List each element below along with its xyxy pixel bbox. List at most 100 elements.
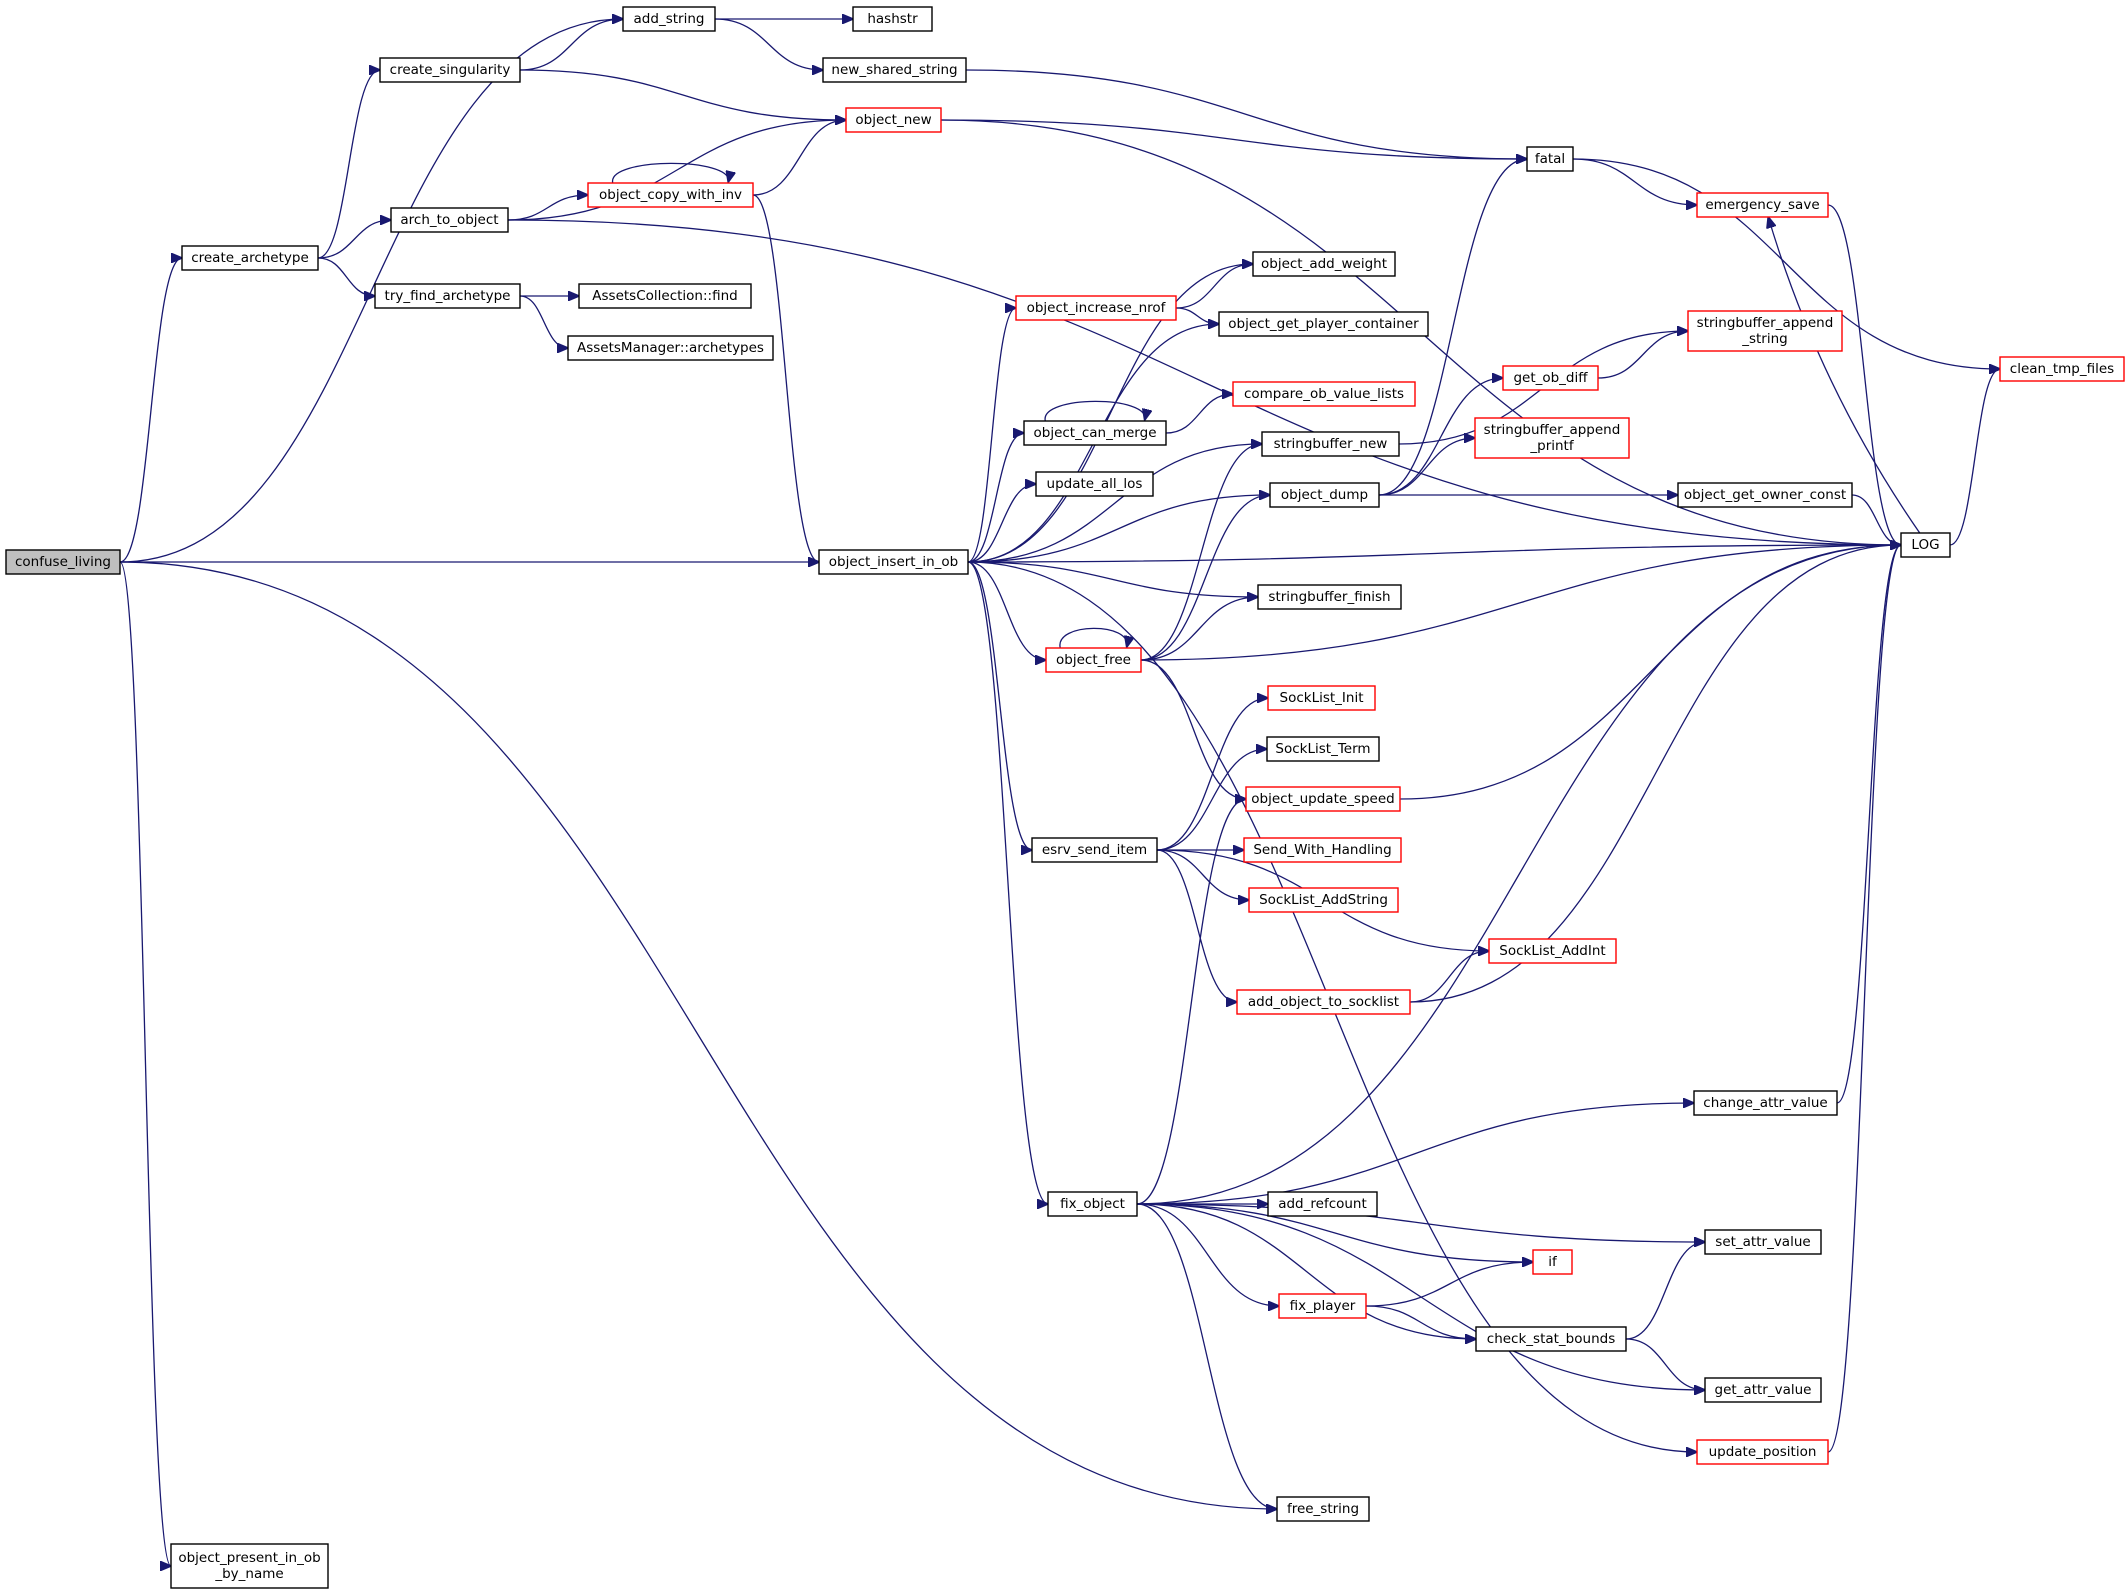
node-set_attr_value[interactable]: set_attr_value <box>1704 1229 1822 1255</box>
node-confuse_living[interactable]: confuse_living <box>5 549 121 575</box>
node-AssetsCollection_find[interactable]: AssetsCollection::find <box>578 283 752 309</box>
node-object_present_in_ob_by_name[interactable]: object_present_in_ob_by_name <box>170 1543 329 1589</box>
node-object_can_merge[interactable]: object_can_merge <box>1023 420 1167 446</box>
node-box-hashstr[interactable] <box>852 6 933 32</box>
node-get_attr_value[interactable]: get_attr_value <box>1704 1377 1822 1403</box>
node-add_refcount[interactable]: add_refcount <box>1267 1191 1378 1217</box>
node-box-confuse_living[interactable] <box>5 549 121 575</box>
node-object_get_player_container[interactable]: object_get_player_container <box>1218 311 1429 337</box>
node-object_insert_in_ob[interactable]: object_insert_in_ob <box>818 549 969 575</box>
node-object_increase_nrof[interactable]: object_increase_nrof <box>1015 295 1177 321</box>
node-object_copy_with_inv[interactable]: object_copy_with_inv <box>587 182 754 208</box>
node-box-emergency_save[interactable] <box>1696 192 1829 218</box>
node-box-set_attr_value[interactable] <box>1704 1229 1822 1255</box>
node-box-object_update_speed[interactable] <box>1245 786 1401 812</box>
node-box-SockList_AddInt[interactable] <box>1488 938 1617 964</box>
node-add_object_to_socklist[interactable]: add_object_to_socklist <box>1236 989 1411 1015</box>
node-SockList_AddString[interactable]: SockList_AddString <box>1248 887 1399 913</box>
node-SockList_Init[interactable]: SockList_Init <box>1267 685 1376 711</box>
node-update_all_los[interactable]: update_all_los <box>1035 471 1154 497</box>
node-change_attr_value[interactable]: change_attr_value <box>1693 1090 1838 1116</box>
node-box-AssetsCollection_find[interactable] <box>578 283 752 309</box>
node-create_archetype[interactable]: create_archetype <box>181 245 319 271</box>
node-box-compare_ob_value_lists[interactable] <box>1232 381 1416 407</box>
node-stringbuffer_finish[interactable]: stringbuffer_finish <box>1257 584 1402 610</box>
node-fix_object[interactable]: fix_object <box>1047 1191 1138 1217</box>
node-box-fix_object[interactable] <box>1047 1191 1138 1217</box>
node-fix_player[interactable]: fix_player <box>1278 1293 1367 1319</box>
node-box-LOG[interactable] <box>1900 532 1951 558</box>
node-box-object_dump[interactable] <box>1269 482 1380 508</box>
node-add_string[interactable]: add_string <box>622 6 716 32</box>
node-box-free_string[interactable] <box>1276 1496 1370 1522</box>
node-get_ob_diff[interactable]: get_ob_diff <box>1502 365 1599 391</box>
node-stringbuffer_new[interactable]: stringbuffer_new <box>1261 431 1400 457</box>
node-object_free[interactable]: object_free <box>1045 647 1142 673</box>
node-object_new[interactable]: object_new <box>845 107 942 133</box>
node-box-try_find_archetype[interactable] <box>374 283 521 309</box>
node-box-object_get_player_container[interactable] <box>1218 311 1429 337</box>
node-box-stringbuffer_new[interactable] <box>1261 431 1400 457</box>
node-box-SockList_AddString[interactable] <box>1248 887 1399 913</box>
node-box-clean_tmp_files[interactable] <box>1999 356 2125 382</box>
node-box-check_stat_bounds[interactable] <box>1475 1326 1627 1352</box>
node-box-get_ob_diff[interactable] <box>1502 365 1599 391</box>
node-fatal[interactable]: fatal <box>1526 146 1574 172</box>
node-check_stat_bounds[interactable]: check_stat_bounds <box>1475 1326 1627 1352</box>
node-box-add_object_to_socklist[interactable] <box>1236 989 1411 1015</box>
node-box-get_attr_value[interactable] <box>1704 1377 1822 1403</box>
node-box-create_singularity[interactable] <box>379 57 521 83</box>
node-try_find_archetype[interactable]: try_find_archetype <box>374 283 521 309</box>
node-create_singularity[interactable]: create_singularity <box>379 57 521 83</box>
node-box-object_get_owner_const[interactable] <box>1677 482 1853 508</box>
node-box-object_add_weight[interactable] <box>1252 251 1396 277</box>
node-update_position[interactable]: update_position <box>1696 1439 1829 1465</box>
node-if[interactable]: if <box>1532 1249 1573 1275</box>
node-box-stringbuffer_append_string[interactable] <box>1687 310 1843 352</box>
node-box-create_archetype[interactable] <box>181 245 319 271</box>
node-box-object_present_in_ob_by_name[interactable] <box>170 1543 329 1589</box>
node-arch_to_object[interactable]: arch_to_object <box>390 207 509 233</box>
node-new_shared_string[interactable]: new_shared_string <box>822 57 967 83</box>
node-box-change_attr_value[interactable] <box>1693 1090 1838 1116</box>
node-stringbuffer_append_printf[interactable]: stringbuffer_append_printf <box>1474 417 1630 459</box>
node-box-if[interactable] <box>1532 1249 1573 1275</box>
node-object_update_speed[interactable]: object_update_speed <box>1245 786 1401 812</box>
node-box-object_increase_nrof[interactable] <box>1015 295 1177 321</box>
node-esrv_send_item[interactable]: esrv_send_item <box>1031 837 1158 863</box>
node-compare_ob_value_lists[interactable]: compare_ob_value_lists <box>1232 381 1416 407</box>
node-object_get_owner_const[interactable]: object_get_owner_const <box>1677 482 1853 508</box>
node-free_string[interactable]: free_string <box>1276 1496 1370 1522</box>
node-box-arch_to_object[interactable] <box>390 207 509 233</box>
node-box-new_shared_string[interactable] <box>822 57 967 83</box>
node-object_dump[interactable]: object_dump <box>1269 482 1380 508</box>
node-box-object_new[interactable] <box>845 107 942 133</box>
node-box-fatal[interactable] <box>1526 146 1574 172</box>
node-box-add_string[interactable] <box>622 6 716 32</box>
node-AssetsManager_archetypes[interactable]: AssetsManager::archetypes <box>567 335 774 361</box>
node-box-Send_With_Handling[interactable] <box>1243 837 1402 863</box>
node-box-AssetsManager_archetypes[interactable] <box>567 335 774 361</box>
node-SockList_Term[interactable]: SockList_Term <box>1266 736 1380 762</box>
node-box-stringbuffer_append_printf[interactable] <box>1474 417 1630 459</box>
node-box-update_all_los[interactable] <box>1035 471 1154 497</box>
node-object_add_weight[interactable]: object_add_weight <box>1252 251 1396 277</box>
node-box-esrv_send_item[interactable] <box>1031 837 1158 863</box>
node-box-update_position[interactable] <box>1696 1439 1829 1465</box>
node-LOG[interactable]: LOG <box>1900 532 1951 558</box>
node-clean_tmp_files[interactable]: clean_tmp_files <box>1999 356 2125 382</box>
node-Send_With_Handling[interactable]: Send_With_Handling <box>1243 837 1402 863</box>
node-hashstr[interactable]: hashstr <box>852 6 933 32</box>
node-box-stringbuffer_finish[interactable] <box>1257 584 1402 610</box>
node-box-object_free[interactable] <box>1045 647 1142 673</box>
node-box-object_insert_in_ob[interactable] <box>818 549 969 575</box>
node-stringbuffer_append_string[interactable]: stringbuffer_append_string <box>1687 310 1843 352</box>
node-SockList_AddInt[interactable]: SockList_AddInt <box>1488 938 1617 964</box>
node-box-SockList_Term[interactable] <box>1266 736 1380 762</box>
node-box-object_can_merge[interactable] <box>1023 420 1167 446</box>
node-box-add_refcount[interactable] <box>1267 1191 1378 1217</box>
node-box-fix_player[interactable] <box>1278 1293 1367 1319</box>
node-box-SockList_Init[interactable] <box>1267 685 1376 711</box>
node-box-object_copy_with_inv[interactable] <box>587 182 754 208</box>
node-emergency_save[interactable]: emergency_save <box>1696 192 1829 218</box>
